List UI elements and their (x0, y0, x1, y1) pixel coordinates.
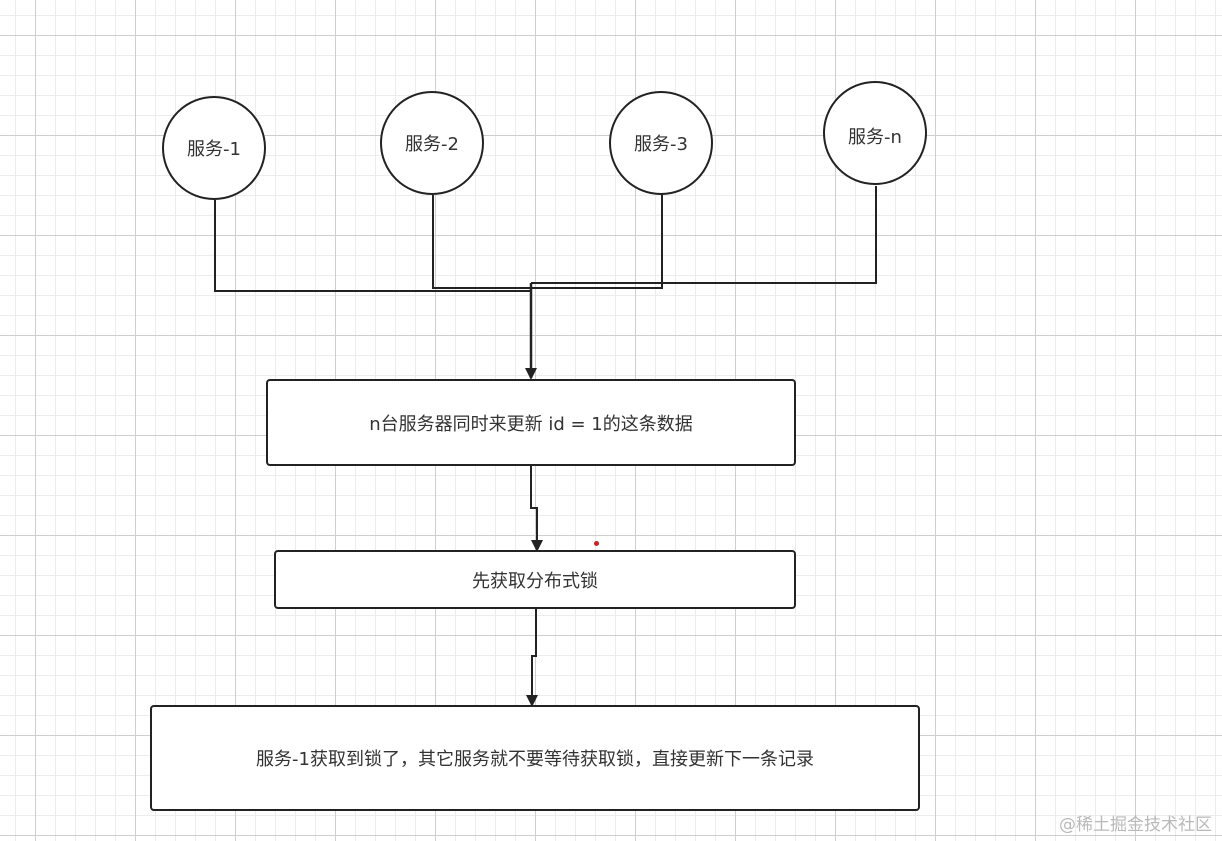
service-1-label: 服务-1 (187, 139, 241, 160)
service-2-node: 服务-2 (380, 91, 484, 195)
result-step-label: 服务-1获取到锁了，其它服务就不要等待获取锁，直接更新下一条记录 (256, 749, 814, 770)
service-n-label: 服务-n (848, 127, 902, 148)
service-3-label: 服务-3 (634, 134, 688, 155)
update-step-label: n台服务器同时来更新 id = 1的这条数据 (369, 413, 693, 435)
connector-service-1 (214, 200, 531, 292)
update-step-box: n台服务器同时来更新 id = 1的这条数据 (266, 379, 796, 466)
service-3-node: 服务-3 (609, 91, 713, 195)
arrow-to-lock-box (530, 465, 543, 552)
service-1-node: 服务-1 (162, 96, 266, 200)
connector-service-n (531, 186, 877, 284)
arrow-to-result-box (526, 609, 538, 707)
result-step-box: 服务-1获取到锁了，其它服务就不要等待获取锁，直接更新下一条记录 (150, 705, 920, 811)
connector-service-2 (432, 194, 663, 289)
service-2-label: 服务-2 (405, 134, 459, 155)
watermark: @稀土掘金技术社区 (1059, 815, 1212, 835)
red-dot-marker (594, 541, 599, 546)
service-n-node: 服务-n (823, 81, 927, 185)
acquire-lock-label: 先获取分布式锁 (472, 570, 598, 592)
acquire-lock-box: 先获取分布式锁 (274, 550, 796, 609)
